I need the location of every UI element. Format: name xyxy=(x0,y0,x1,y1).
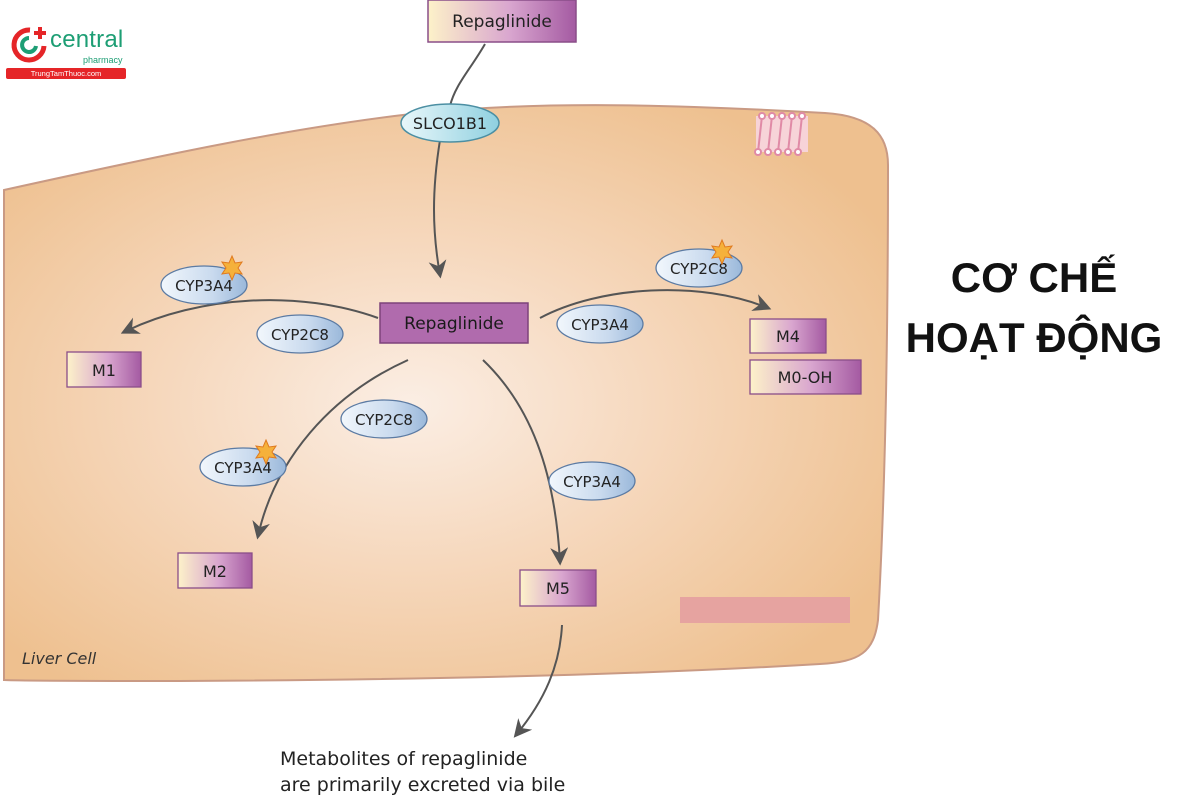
enzyme-cyp3a4-m1: CYP3A4 xyxy=(160,254,248,305)
heading-line-1: CƠ CHẾ xyxy=(950,254,1118,301)
enzyme-cyp2c8-m1: CYP2C8 xyxy=(256,314,344,354)
excretion-note: Metabolites of repaglinide are primarily… xyxy=(280,746,660,798)
enzyme-cyp3a4-m4: CYP3A4 xyxy=(556,304,644,344)
enzyme-label: CYP3A4 xyxy=(214,459,272,477)
enzyme-label: CYP2C8 xyxy=(355,411,413,429)
excretion-note-line-1: Metabolites of repaglinide xyxy=(280,748,528,770)
star-icon xyxy=(220,254,244,282)
star-icon xyxy=(254,438,278,466)
metabolite-label: M0-OH xyxy=(778,368,833,387)
metabolite-m1: M1 xyxy=(66,351,142,388)
enzyme-label: CYP3A4 xyxy=(571,316,629,334)
repaglinide-center-box: Repaglinide xyxy=(379,302,529,344)
enzyme-cyp3a4-m5: CYP3A4 xyxy=(548,461,636,501)
page-heading: CƠ CHẾ HOẠT ĐỘNG xyxy=(884,248,1184,368)
membrane-channel-icon xyxy=(754,112,808,156)
enzyme-label: CYP2C8 xyxy=(271,326,329,344)
metabolite-label: M2 xyxy=(203,562,227,581)
arrow-to-bile xyxy=(513,624,563,738)
arrow-to-m1 xyxy=(120,299,379,334)
metabolite-m0-oh: M0-OH xyxy=(749,359,862,395)
metabolite-m2: M2 xyxy=(177,552,253,589)
slco1b1-transporter: SLCO1B1 xyxy=(400,103,500,143)
enzyme-cyp3a4-m2: CYP3A4 xyxy=(199,438,287,487)
metabolite-label: M4 xyxy=(776,327,800,346)
metabolite-m5: M5 xyxy=(519,569,597,607)
brand-logo: central pharmacy TrungTamThuoc.com xyxy=(6,22,130,82)
liver-cell-label: Liver Cell xyxy=(22,649,97,668)
metabolite-label: M5 xyxy=(546,579,570,598)
enzyme-cyp2c8-m2: CYP2C8 xyxy=(340,399,428,439)
enzyme-label: CYP3A4 xyxy=(563,473,621,491)
metabolite-m4: M4 xyxy=(749,318,827,354)
brand-tagline: pharmacy xyxy=(83,55,123,65)
arrow-to-m5 xyxy=(482,359,569,566)
arrow-to-m4 xyxy=(539,289,772,319)
excretion-note-line-2: are primarily excreted via bile xyxy=(280,774,566,796)
central-pharmacy-logo-icon xyxy=(11,27,47,63)
arrow-to-m2 xyxy=(252,359,409,540)
enzyme-label: CYP3A4 xyxy=(175,277,233,295)
repaglinide-top-label: Repaglinide xyxy=(452,12,552,32)
metabolite-label: M1 xyxy=(92,361,116,380)
enzyme-label: CYP2C8 xyxy=(670,260,728,278)
arrow-transporter-to-cell xyxy=(428,139,447,279)
heading-line-2: HOẠT ĐỘNG xyxy=(905,314,1163,361)
brand-name: central xyxy=(50,26,124,53)
slco1b1-label: SLCO1B1 xyxy=(413,114,487,133)
arrow-drug-to-transporter xyxy=(449,43,486,107)
star-icon xyxy=(710,238,734,266)
repaglinide-center-label: Repaglinide xyxy=(404,314,504,334)
brand-site: TrungTamThuoc.com xyxy=(6,68,126,79)
repaglinide-top-box: Repaglinide xyxy=(427,0,577,43)
enzyme-cyp2c8-m4: CYP2C8 xyxy=(655,238,743,288)
blank-label-bar xyxy=(680,597,850,623)
